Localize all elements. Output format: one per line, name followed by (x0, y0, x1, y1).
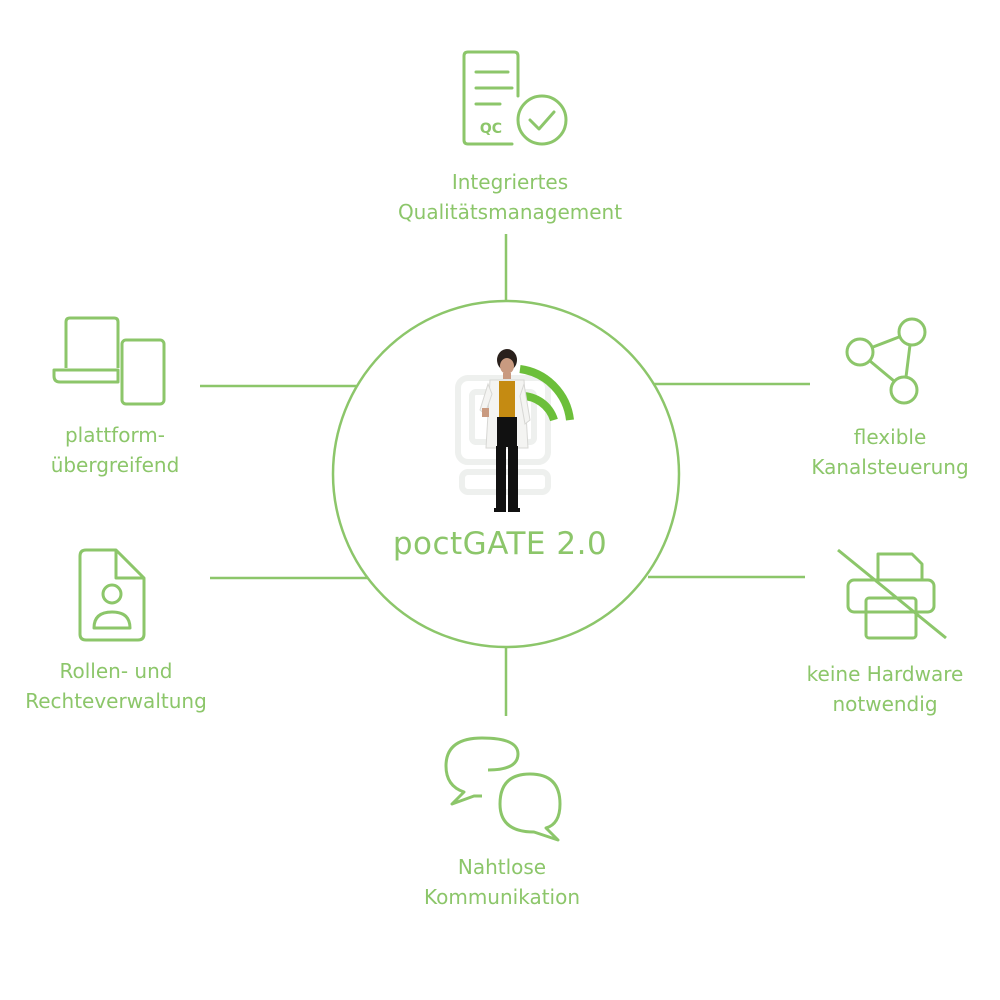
brand-title: poctGATE 2.0 (392, 526, 608, 562)
feature-label-line: Kommunikation (423, 885, 581, 909)
feature-label-line: übergreifend (50, 453, 180, 477)
feature-label-comm: Nahtlose Kommunikation (352, 852, 652, 912)
laptop-tablet-icon (52, 316, 166, 406)
feature-label-channel: flexible Kanalsteuerung (780, 422, 1000, 482)
feature-label-roles: Rollen- und Rechteverwaltung (0, 656, 232, 716)
feature-label-line: plattform- (64, 423, 166, 447)
feature-label-line: Nahtlose (457, 855, 547, 879)
feature-label-line: Qualitätsmanagement (397, 200, 623, 224)
feature-label-platform: plattform- übergreifend (0, 420, 230, 480)
feature-label-qc: Integriertes Qualitätsmanagement (360, 167, 660, 227)
qc-icon-letters: QC (480, 121, 502, 137)
user-document-icon (78, 548, 146, 642)
share-nodes-icon (845, 317, 927, 405)
qc-document-check-icon (462, 50, 568, 146)
feature-label-line: Rechteverwaltung (25, 689, 207, 713)
feature-label-line: Kanalsteuerung (811, 455, 969, 479)
printer-crossed-icon (837, 548, 947, 640)
doctor-figure (479, 349, 531, 512)
feature-label-line: keine Hardware (806, 662, 964, 686)
chat-bubbles-icon (444, 736, 562, 842)
feature-label-line: Integriertes (451, 170, 569, 194)
feature-label-hardware: keine Hardware notwendig (770, 659, 1000, 719)
feature-label-line: notwendig (832, 692, 938, 716)
feature-label-line: Rollen- und (59, 659, 173, 683)
connectors (200, 234, 810, 716)
feature-label-line: flexible (853, 425, 927, 449)
